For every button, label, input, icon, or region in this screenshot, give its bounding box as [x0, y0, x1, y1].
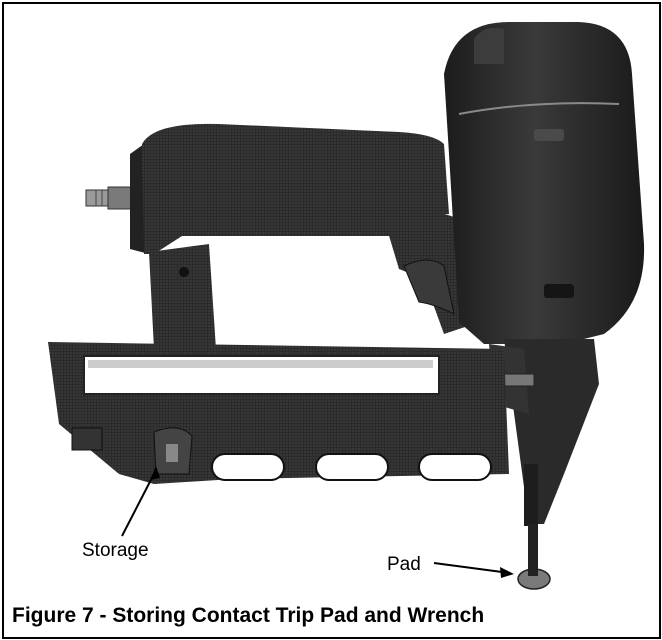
nailer-head — [444, 22, 645, 344]
magazine-latch — [71, 427, 103, 451]
figure-caption: Figure 7 - Storing Contact Trip Pad and … — [12, 604, 485, 627]
pad-arrow — [433, 562, 514, 578]
trigger — [403, 259, 455, 315]
storage-label: Storage — [82, 540, 149, 561]
pad-label: Pad — [387, 554, 421, 575]
nailer-illustration — [48, 22, 645, 590]
storage-arrow — [121, 466, 160, 537]
air-fitting — [85, 186, 133, 210]
magazine-slot — [418, 453, 492, 481]
magazine-slot — [315, 453, 389, 481]
handle-grip — [142, 123, 449, 254]
magazine-slot — [211, 453, 285, 481]
rear-post — [149, 244, 216, 349]
